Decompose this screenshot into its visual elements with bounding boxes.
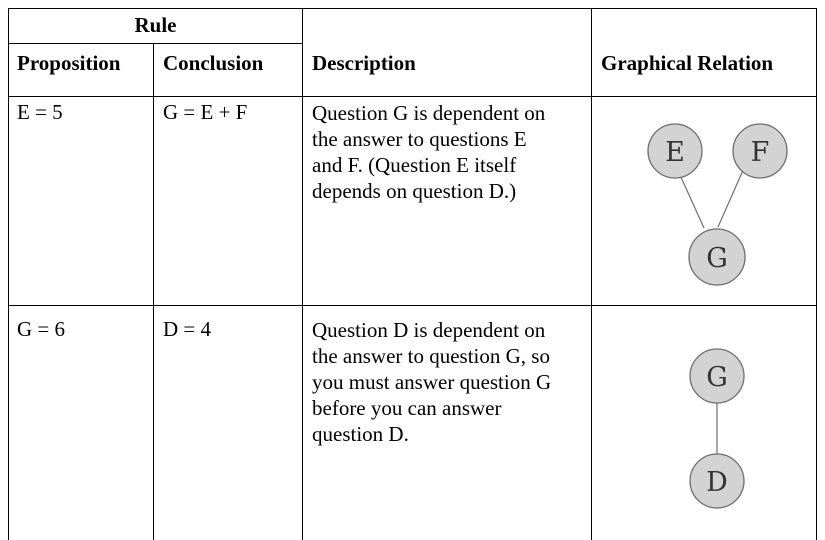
node-e-label: E xyxy=(665,137,685,168)
rule-subheader-divider xyxy=(8,43,303,44)
row2-description-line: the answer to question G, so xyxy=(312,344,550,368)
table-left-border xyxy=(8,8,9,540)
row2-conclusion: D = 4 xyxy=(163,317,212,341)
node-f xyxy=(732,123,788,179)
description-graph-divider xyxy=(591,8,592,540)
row1-description-line: the answer to questions E xyxy=(312,127,527,151)
node-g-label: G xyxy=(706,362,728,393)
node-g xyxy=(689,348,745,404)
table-top-border xyxy=(8,8,817,9)
row-divider xyxy=(8,305,817,306)
node-g-label: G xyxy=(706,243,728,274)
table-right-border xyxy=(816,8,817,540)
header-bottom-border xyxy=(8,96,817,97)
row1-description-line: Question G is dependent on xyxy=(312,101,546,125)
node-g xyxy=(688,228,746,286)
description-header: Description xyxy=(312,51,416,75)
row2-description-line: Question D is dependent on xyxy=(312,318,546,342)
node-d xyxy=(689,453,745,509)
row2-description-line: you must answer question G xyxy=(312,370,552,394)
row2-description-line: question D. xyxy=(312,422,409,446)
edge-f-g xyxy=(717,167,745,228)
node-d-label: D xyxy=(706,467,728,498)
row2-description-line: before you can answer xyxy=(312,396,502,420)
row1-proposition: E = 5 xyxy=(17,100,63,124)
node-f-label: F xyxy=(751,137,770,168)
graphical-relation-header: Graphical Relation xyxy=(601,51,774,75)
row1-dependency-graph: E F G xyxy=(647,123,788,286)
proposition-conclusion-divider xyxy=(153,43,154,540)
conclusion-header: Conclusion xyxy=(163,51,264,75)
row1-conclusion: G = E + F xyxy=(163,100,248,124)
row1-description-line: depends on question D.) xyxy=(312,179,517,203)
row2-dependency-graph: G D xyxy=(689,348,745,509)
row2-description: Question D is dependent on the answer to… xyxy=(312,317,602,447)
row2-proposition: G = 6 xyxy=(17,317,66,341)
rule-description-divider xyxy=(302,8,303,540)
rule-header: Rule xyxy=(134,13,177,37)
proposition-header: Proposition xyxy=(17,51,121,75)
node-e xyxy=(647,123,703,179)
row1-description-line: and F. (Question E itself xyxy=(312,153,517,177)
row1-description: Question G is dependent on the answer to… xyxy=(312,100,602,204)
